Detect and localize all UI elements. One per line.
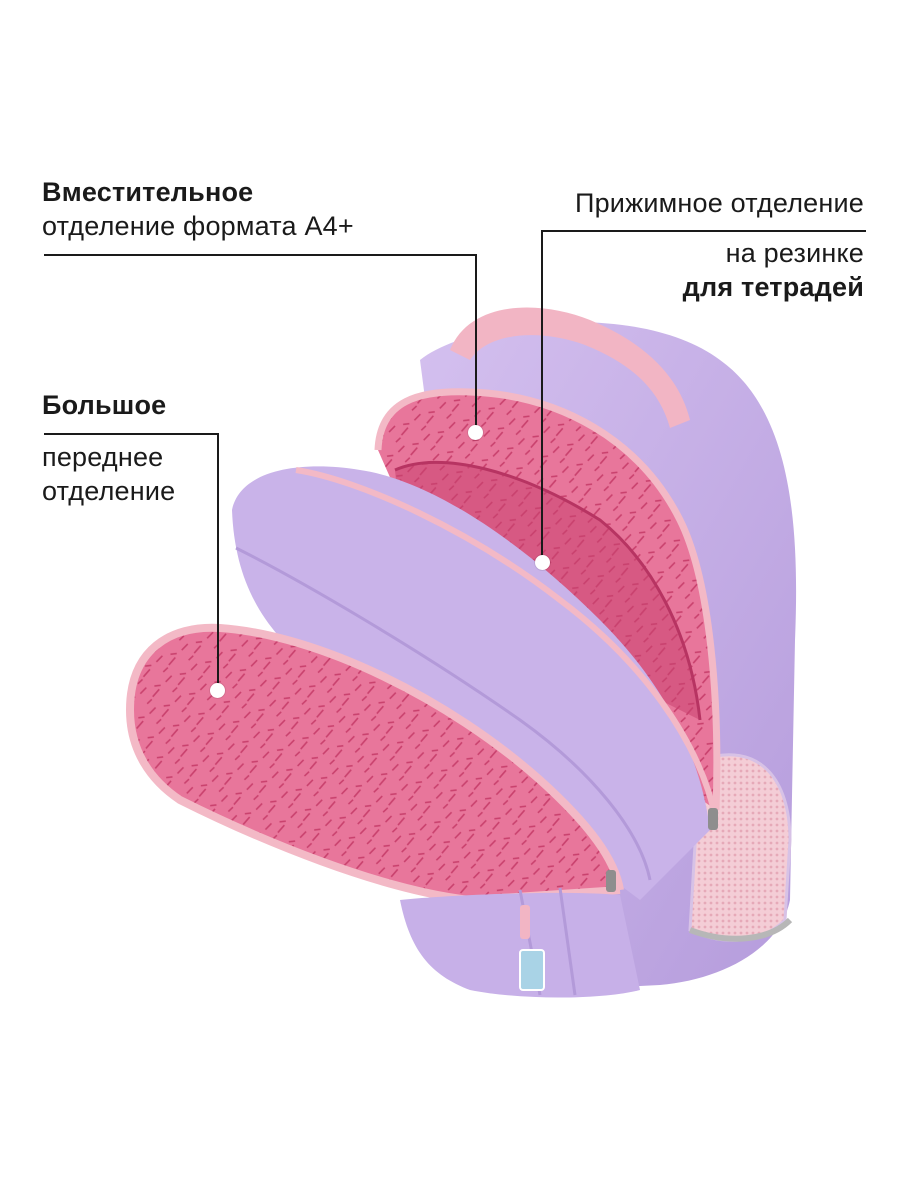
tag-icon (519, 949, 545, 991)
callout-front-marker (210, 683, 225, 698)
callout-elastic-line1: Прижимное отделение (574, 188, 864, 218)
callout-a4-marker (468, 425, 483, 440)
callout-a4-line-h (44, 254, 477, 256)
callout-a4-title: Вместительное (42, 177, 254, 207)
callout-elastic-title: для тетрадей (682, 272, 864, 302)
callout-front-line-v (217, 433, 219, 688)
callout-front-line1: переднее (42, 442, 164, 472)
zip-pull (708, 808, 718, 830)
callout-elastic-line2: на резинке (725, 238, 864, 268)
callout-a4-text: отделение формата А4+ (42, 211, 354, 241)
callout-elastic-marker (535, 555, 550, 570)
callout-elastic-line-h (541, 230, 866, 232)
front-base (400, 892, 640, 998)
callout-front-title: Большое (42, 390, 167, 420)
zip-pull (520, 905, 530, 939)
callout-front-line2: отделение (42, 476, 176, 506)
callout-a4-line-v (475, 254, 477, 432)
callout-front: Большое (42, 388, 166, 422)
callout-front-text: переднее отделение (42, 440, 175, 508)
callout-elastic-more: на резинке для тетрадей (683, 236, 864, 304)
top-handle (450, 307, 690, 428)
zip-pull (606, 870, 616, 892)
callout-front-line-h (44, 433, 219, 435)
middle-compartment (232, 466, 710, 900)
callout-a4: Вместительное отделение формата А4+ (42, 175, 354, 243)
callout-elastic-line-v (541, 230, 543, 560)
callout-elastic: Прижимное отделение (575, 186, 864, 220)
